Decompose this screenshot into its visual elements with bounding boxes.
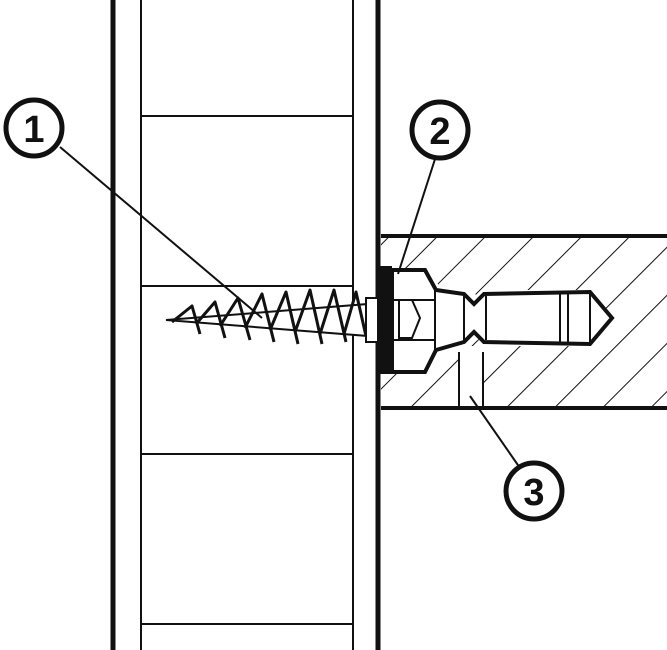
callout-1-label: 1 [23, 109, 44, 151]
callout-2-label: 2 [429, 111, 450, 153]
wood-screw [165, 288, 379, 345]
callout-2: 2 [409, 99, 471, 161]
leader-line-3 [469, 395, 521, 469]
callout-3: 3 [503, 460, 565, 522]
wall-panel [110, 0, 381, 650]
callout-3-label: 3 [523, 472, 544, 514]
leader-line-2 [397, 155, 437, 275]
leader-line-1 [59, 146, 263, 319]
connector-bolt [378, 266, 615, 374]
callout-1: 1 [3, 97, 65, 159]
